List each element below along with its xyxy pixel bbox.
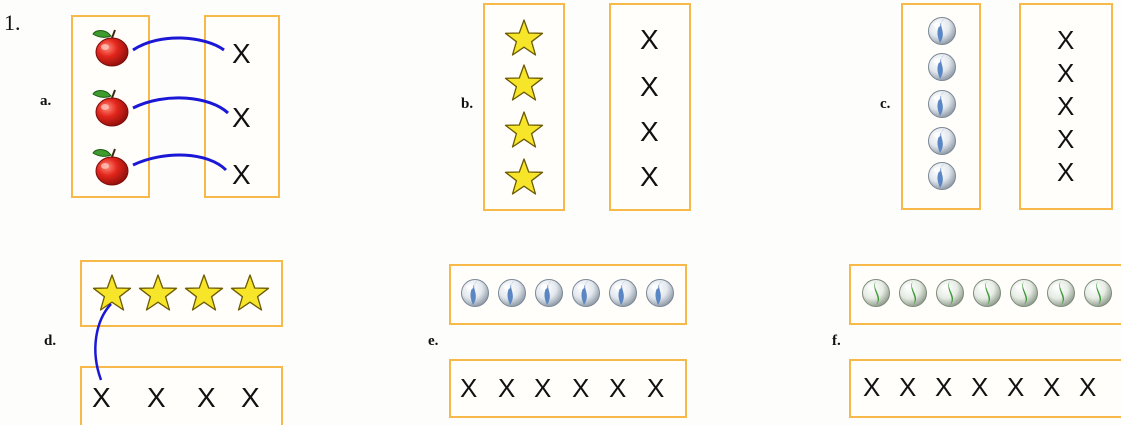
problem-label-d: d. bbox=[44, 333, 57, 349]
blue-marble-icon bbox=[928, 90, 956, 118]
star-icon bbox=[92, 274, 132, 311]
mark-x: X bbox=[232, 159, 251, 190]
mark-x: X bbox=[572, 373, 590, 403]
marks-box-d bbox=[80, 366, 283, 425]
problem-label-a: a. bbox=[40, 93, 52, 109]
mark-x: X bbox=[640, 71, 659, 102]
mark-x: X bbox=[241, 382, 260, 413]
problem-label-c: c. bbox=[880, 96, 891, 112]
star-icon bbox=[504, 158, 544, 195]
blue-marble-icon bbox=[646, 279, 674, 307]
mark-x: X bbox=[609, 373, 627, 403]
marks-box-e bbox=[449, 359, 687, 418]
apple-icon bbox=[92, 89, 129, 127]
mark-x: X bbox=[534, 373, 552, 403]
star-icon bbox=[504, 19, 544, 56]
star-icon bbox=[504, 111, 544, 148]
mark-x: X bbox=[1043, 372, 1061, 402]
star-icon bbox=[230, 274, 270, 311]
mark-x: X bbox=[899, 372, 917, 402]
marks-box-f bbox=[849, 359, 1121, 418]
mark-x: X bbox=[92, 382, 111, 413]
mark-x: X bbox=[1057, 58, 1075, 88]
green-marble-icon bbox=[973, 279, 1001, 307]
mark-x: X bbox=[863, 372, 881, 402]
blue-marble-icon bbox=[609, 279, 637, 307]
star-icon bbox=[184, 274, 224, 311]
blue-marble-icon bbox=[572, 279, 600, 307]
mark-x: X bbox=[1007, 372, 1025, 402]
blue-marble-icon bbox=[535, 279, 563, 307]
mark-x: X bbox=[232, 102, 251, 133]
mark-x: X bbox=[971, 372, 989, 402]
blue-marble-icon bbox=[928, 162, 956, 190]
exercise-number: 1. bbox=[4, 10, 21, 35]
mark-x: X bbox=[1057, 25, 1075, 55]
blue-marble-icon bbox=[461, 279, 489, 307]
green-marble-icon bbox=[1084, 279, 1112, 307]
problem-label-e: e. bbox=[428, 333, 439, 349]
mark-x: X bbox=[647, 373, 665, 403]
green-marble-icon bbox=[862, 279, 890, 307]
blue-marble-icon bbox=[928, 17, 956, 45]
green-marble-icon bbox=[899, 279, 927, 307]
mark-x: X bbox=[232, 38, 251, 69]
blue-marble-icon bbox=[928, 127, 956, 155]
mark-x: X bbox=[640, 24, 659, 55]
mark-x: X bbox=[498, 373, 516, 403]
star-icon bbox=[504, 64, 544, 101]
problem-label-f: f. bbox=[832, 333, 841, 349]
marks-box-c bbox=[1019, 3, 1113, 210]
green-marble-icon bbox=[936, 279, 964, 307]
green-marble-icon bbox=[1047, 279, 1075, 307]
mark-x: X bbox=[640, 161, 659, 192]
items-box-f bbox=[849, 264, 1121, 325]
problem-label-b: b. bbox=[461, 96, 474, 112]
mark-x: X bbox=[640, 116, 659, 147]
blue-marble-icon bbox=[928, 53, 956, 81]
apple-icon bbox=[92, 148, 129, 186]
apple-icon bbox=[92, 29, 129, 67]
marks-box-b bbox=[609, 3, 691, 211]
star-icon bbox=[138, 274, 178, 311]
mark-x: X bbox=[197, 382, 216, 413]
mark-x: X bbox=[935, 372, 953, 402]
mark-x: X bbox=[1057, 124, 1075, 154]
green-marble-icon bbox=[1010, 279, 1038, 307]
blue-marble-icon bbox=[498, 279, 526, 307]
mark-x: X bbox=[1079, 372, 1097, 402]
mark-x: X bbox=[460, 373, 478, 403]
mark-x: X bbox=[1057, 157, 1075, 187]
mark-x: X bbox=[147, 382, 166, 413]
mark-x: X bbox=[1057, 91, 1075, 121]
